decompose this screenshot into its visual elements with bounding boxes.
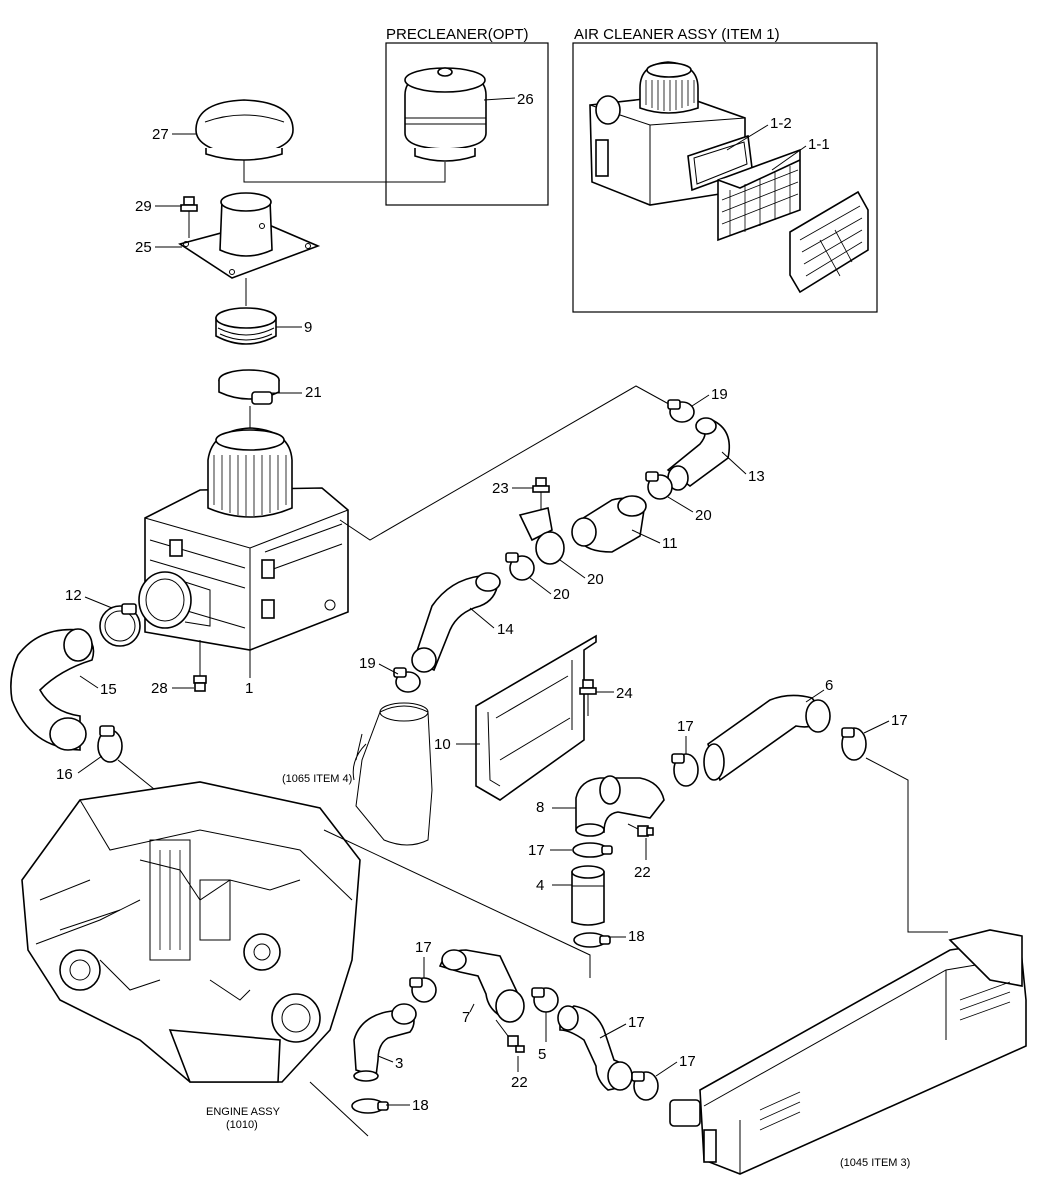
item-1065-phantom [352,702,433,846]
clamp-17-b [671,753,699,787]
item-1045-ref: (1045 ITEM 3) [840,1157,910,1169]
bolt-29 [180,196,198,238]
precleaner-inset: PRECLEANER(OPT) 26 [385,26,549,206]
clamp-16 [97,725,123,763]
callout-19-lower: 19 [359,655,376,672]
clamp-17-f [631,1071,659,1101]
bolt-22-upper [627,823,654,837]
callout-22-lower: 22 [511,1074,528,1091]
bracket-12 [518,507,565,565]
callout-28: 28 [151,680,168,697]
clamp-18-upper [573,932,611,948]
callout-24: 24 [616,685,633,702]
air-cleaner-assy-title: AIR CLEANER ASSY (ITEM 1) [574,26,780,43]
item-1065-ref: (1065 ITEM 4) [282,773,352,785]
engine-assy [21,781,361,1083]
clamp-17-a [572,842,613,858]
callout-27: 27 [152,126,169,143]
filter-1-1-small [717,148,801,242]
callout-12: 20 [587,571,604,588]
precleaner-part [404,67,487,162]
callout-16: 16 [56,766,73,783]
callout-10: 10 [434,736,451,753]
air-cleaner-1 [138,427,349,651]
callout-20-lower: 20 [553,586,570,603]
adapter-plate-25 [178,192,321,279]
callout-6: 6 [825,677,833,694]
callout-22-upper: 22 [634,864,651,881]
callout-4: 4 [536,877,544,894]
callout-17-b: 17 [677,718,694,735]
hose-5 [557,1005,633,1091]
callout-17-f: 17 [679,1053,696,1070]
callout-5: 17 [628,1014,645,1031]
air-cleaner-inset: AIR CLEANER ASSY (ITEM 1) 1-2 1-1 [572,26,878,313]
clamp-20-upper [645,471,673,500]
callout-17-e: 5 [538,1046,546,1063]
clamp-19-upper [667,399,695,423]
hose-14 [411,572,501,673]
clamp-17-c [841,727,867,761]
clamp-18-lower [351,1098,389,1114]
pipe-11 [571,495,647,553]
callout-20-upper: 20 [695,507,712,524]
bolt-24 [579,679,597,716]
callout-1-1: 1-1 [808,136,830,153]
hose-2 [10,628,95,751]
callout-26: 26 [517,91,534,108]
callout-13: 13 [748,468,765,485]
callout-9: 9 [304,319,312,336]
clamp-17-e [531,987,559,1013]
intercooler-1045 [669,929,1027,1175]
cover-small [789,190,869,294]
callout-17-c: 17 [891,712,908,729]
callout-21: 21 [305,384,322,401]
rain-cap-27 [195,99,294,161]
adapter-ring-9 [215,307,277,345]
elbow-8 [575,775,665,837]
callout-29: 29 [135,198,152,215]
engine-assy-label-1: ENGINE ASSY [206,1106,281,1118]
bolt-22-lower [495,1019,525,1053]
clamp-17-d [409,977,437,1003]
coupler-4 [571,865,605,926]
bolt-28 [193,640,207,692]
callout-14: 14 [497,621,514,638]
clamp-band-21 [218,369,280,405]
bolt-23 [532,477,550,512]
callout-1-2: 1-2 [770,115,792,132]
callout-23: 23 [492,480,509,497]
hose-6 [703,694,831,782]
callout-2: 15 [100,681,117,698]
callout-8: 8 [536,799,544,816]
callout-18-lower: 18 [412,1097,429,1114]
clamp-20-lower [505,552,535,581]
clamp-19-lower [393,667,421,693]
callout-25: 25 [135,239,152,256]
bracket-10 [475,634,597,801]
callout-17-a: 17 [528,842,545,859]
callout-19-upper: 19 [711,386,728,403]
callout-1: 1 [245,680,253,697]
hose-3 [353,1003,417,1082]
engine-assy-label-2: (1010) [226,1119,258,1131]
tube-13 [666,417,731,491]
clamp-15 [99,603,141,647]
callout-3: 3 [395,1055,403,1072]
callout-18-upper: 18 [628,928,645,945]
elbow-7 [438,949,525,1023]
callout-7: 7 [462,1009,470,1026]
callout-17-d: 17 [415,939,432,956]
precleaner-title: PRECLEANER(OPT) [386,26,529,43]
callout-15: 12 [65,587,82,604]
callout-11: 11 [662,535,678,552]
